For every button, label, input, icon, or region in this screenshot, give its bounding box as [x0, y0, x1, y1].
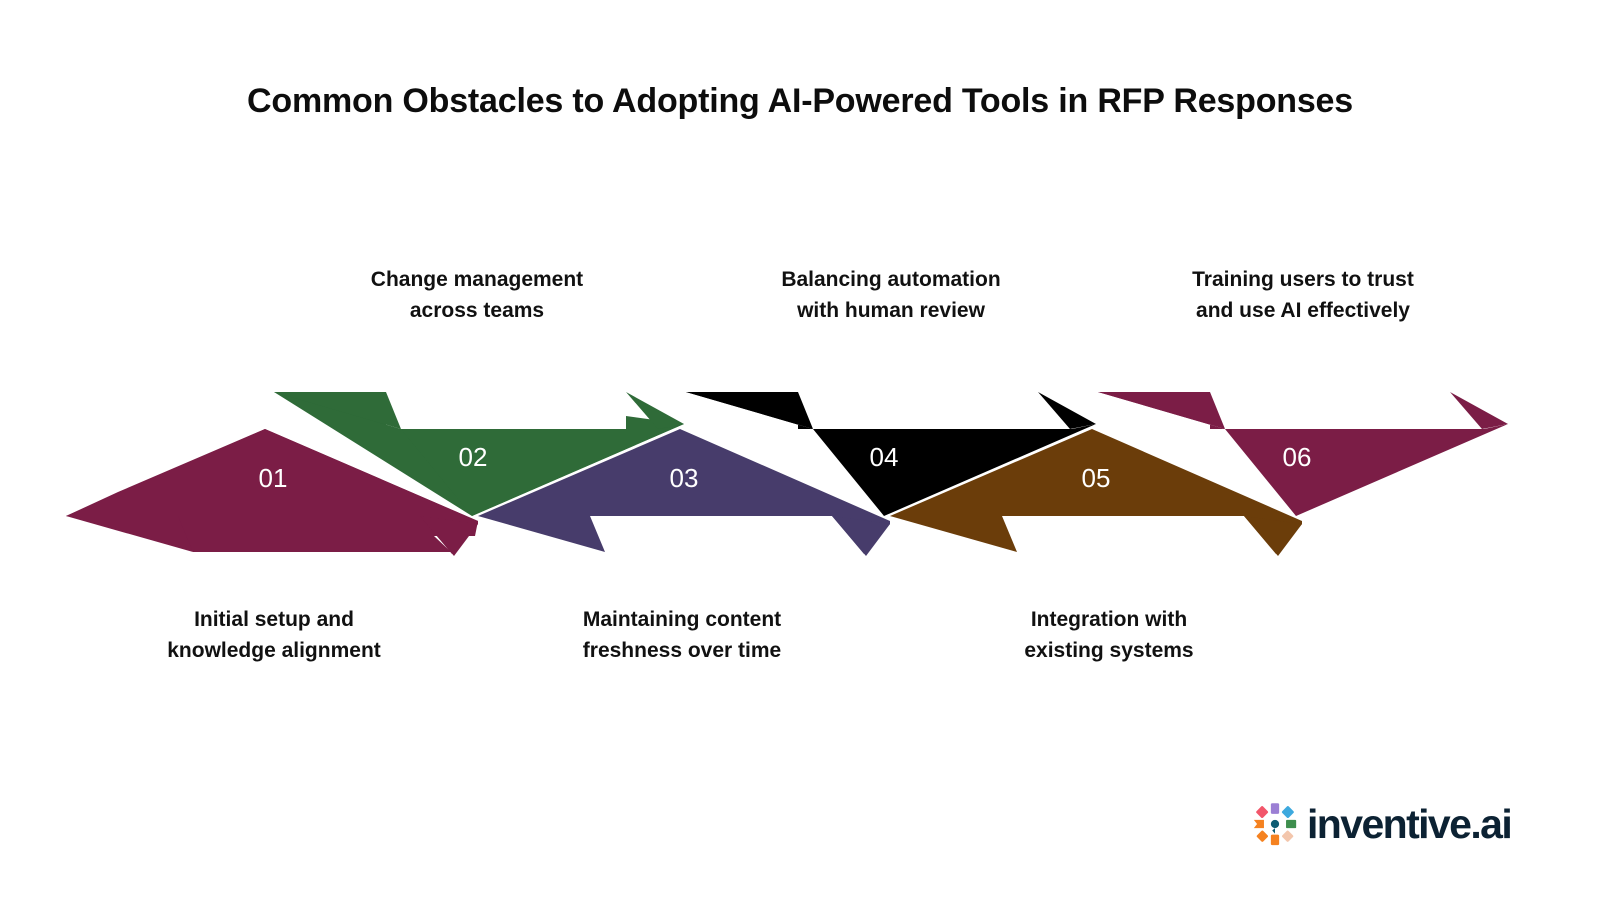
arrow-tail-left-06 — [1098, 392, 1225, 429]
arrow-head-04 — [1038, 392, 1096, 429]
arrow-step-05[interactable]: 05 — [890, 429, 1302, 556]
logo-petal-top-right — [1281, 806, 1294, 818]
logo-petal-top — [1270, 803, 1280, 814]
step-number-03: 03 — [670, 463, 699, 493]
step-caption-04: Balancing automation with human review — [781, 268, 1001, 323]
step-caption-01: Initial setup and knowledge alignment — [167, 608, 381, 663]
step-number-05: 05 — [1082, 463, 1111, 493]
inventive-logo-icon — [1253, 803, 1297, 846]
page-title: Common Obstacles to Adopting AI-Powered … — [247, 82, 1353, 120]
arrow-head-05 — [1244, 516, 1302, 554]
arrow-tail-left-04 — [686, 392, 813, 429]
arrow-step-04[interactable]: 04 — [686, 392, 1096, 516]
arrow-step-06[interactable]: 06 — [1098, 392, 1508, 516]
arrow-head-02 — [626, 392, 684, 429]
logo-petal-bottom — [1270, 834, 1280, 846]
arrow-tail-left-05 — [890, 516, 1017, 552]
step-number-01: 01 — [259, 463, 288, 493]
logo-petal-left — [1253, 819, 1264, 829]
logo-center-dot — [1270, 819, 1280, 829]
arrow-body-02 — [274, 392, 684, 516]
step-caption-03: Maintaining content freshness over time — [582, 608, 782, 663]
arrow-head-06 — [1450, 392, 1508, 429]
arrow-head-01 — [420, 516, 478, 554]
arrow-tail-left-03 — [478, 516, 605, 552]
arrow-head-03 — [832, 516, 890, 554]
arrow-shape-06 — [1098, 392, 1508, 516]
logo-petal-bottom-left — [1256, 830, 1268, 842]
logo-petal-bottom-right — [1282, 830, 1294, 842]
arrow-shape-04 — [686, 392, 1096, 516]
step-number-06: 06 — [1283, 442, 1312, 472]
arrow-step-01[interactable]: 01 — [66, 429, 478, 556]
logo-petal-top-left — [1256, 806, 1269, 818]
brand-name: inventive.ai — [1307, 800, 1513, 847]
step-caption-02: Change management across teams — [370, 268, 584, 323]
step-caption-06: Training users to trust and use AI effec… — [1192, 268, 1414, 323]
logo-petal-right — [1286, 819, 1297, 829]
step-number-02: 02 — [459, 442, 488, 472]
step-caption-05: Integration with existing systems — [1024, 608, 1194, 663]
arrow-step-03[interactable]: 03 — [478, 429, 890, 556]
step-number-04: 04 — [870, 442, 899, 472]
brand-logo[interactable]: inventive.ai — [1252, 793, 1513, 855]
arrow-tail-left-01 — [66, 516, 193, 552]
logo-center-tail — [1272, 828, 1275, 834]
arrow-step-02[interactable]: 02 — [274, 392, 684, 516]
